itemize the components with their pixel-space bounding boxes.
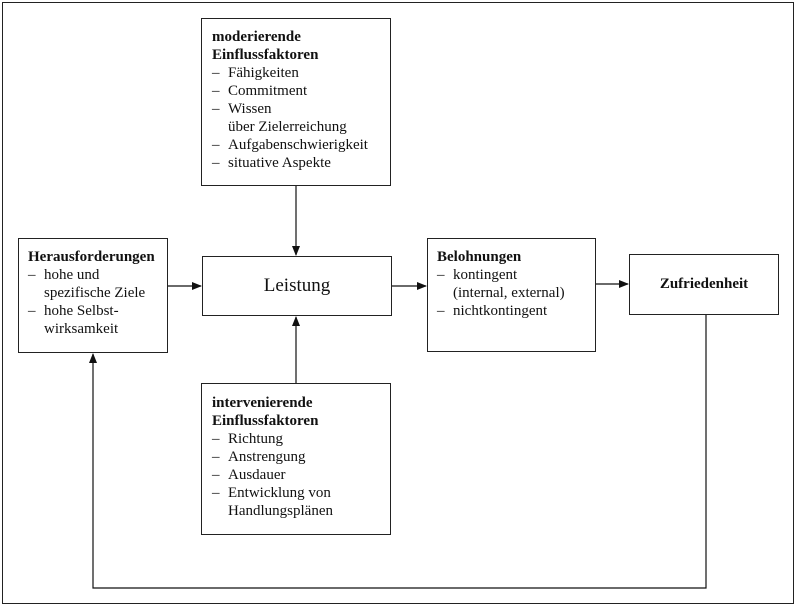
box-belohnungen: Belohnungen kontingent(internal, externa… [427,238,596,352]
list-item: hohe Selbst-wirksamkeit [28,302,167,338]
list-item: Ausdauer [212,466,390,484]
box-title: Belohnungen [437,249,522,265]
list-item: nichtkontingent [437,302,595,320]
box-zufriedenheit: Zufriedenheit [629,254,779,315]
list-item: Richtung [212,430,390,448]
box-label: Zufriedenheit [659,276,749,292]
factor-list: kontingent(internal, external) nichtkont… [437,266,595,320]
box-title: intervenierende Einflussfaktoren [212,394,390,430]
box-moderierende-einflussfaktoren: moderierende Einflussfaktoren Fähigkeite… [201,18,391,186]
title-line: Einflussfaktoren [212,413,319,429]
list-item: Commitment [212,82,390,100]
list-item: situative Aspekte [212,154,390,172]
list-item: kontingent(internal, external) [437,266,595,302]
list-item: Aufgabenschwierigkeit [212,136,390,154]
box-leistung: Leistung [202,256,392,316]
list-item: Anstrengung [212,448,390,466]
title-line: moderierende [212,29,301,45]
arrow-zufriedenheit-feedback-to-herausforderungen [89,315,707,589]
box-intervenierende-einflussfaktoren: intervenierende Einflussfaktoren Richtun… [201,383,391,535]
list-item: Fähigkeiten [212,64,390,82]
title-line: Einflussfaktoren [212,47,319,63]
box-title: moderierende Einflussfaktoren [212,28,390,64]
factor-list: Richtung Anstrengung Ausdauer Entwicklun… [212,430,390,520]
title-line: intervenierende [212,395,313,411]
box-title: Herausforderungen [28,249,155,265]
box-label: Leistung [263,275,331,296]
